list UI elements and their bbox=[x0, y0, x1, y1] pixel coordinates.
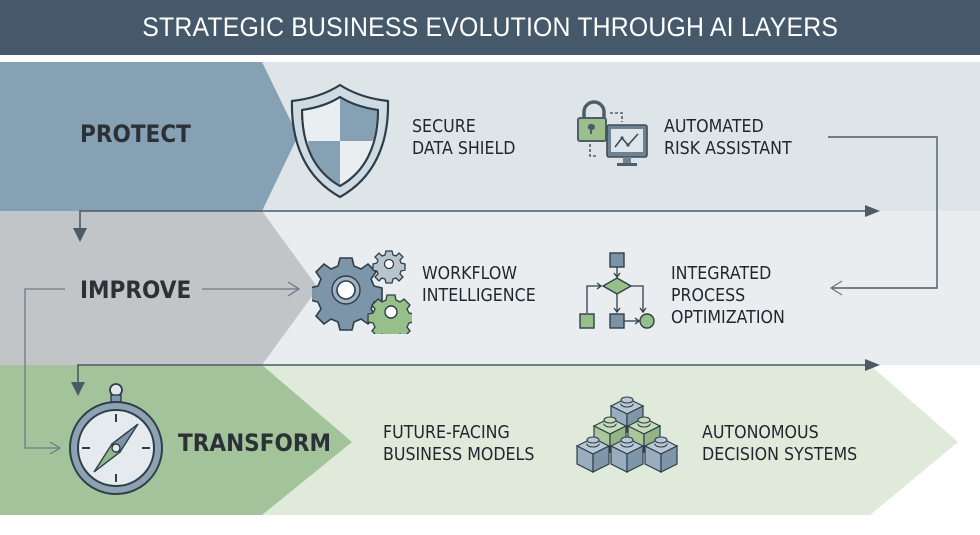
lock-monitor-icon bbox=[577, 100, 648, 166]
item-workflow-intelligence: WORKFLOW INTELLIGENCE bbox=[422, 263, 536, 306]
layer-label-improve: IMPROVE bbox=[80, 276, 192, 304]
arrowhead-open-right-improve bbox=[287, 281, 301, 297]
layer-label-protect: PROTECT bbox=[80, 120, 191, 148]
protect-band-chevron bbox=[0, 62, 298, 211]
item-autonomous-decision-systems: AUTONOMOUS DECISION SYSTEMS bbox=[702, 422, 858, 465]
layer-label-transform: TRANSFORM bbox=[178, 429, 331, 457]
gears-icon bbox=[312, 250, 412, 334]
title-banner: STRATEGIC BUSINESS EVOLUTION THROUGH AI … bbox=[0, 0, 980, 55]
flowchart-icon bbox=[579, 252, 655, 329]
page-title: STRATEGIC BUSINESS EVOLUTION THROUGH AI … bbox=[142, 12, 838, 42]
arrowheads bbox=[71, 205, 880, 396]
blocks-icon bbox=[576, 396, 678, 473]
compass-icon bbox=[69, 383, 163, 495]
improve-band-chevron bbox=[0, 211, 318, 365]
item-secure-data-shield: SECURE DATA SHIELD bbox=[412, 116, 516, 159]
arrowhead-right-1 bbox=[865, 205, 880, 217]
item-future-facing-business-models: FUTURE-FACING BUSINESS MODELS bbox=[383, 422, 535, 465]
item-integrated-process-optimization: INTEGRATED PROCESS OPTIMIZATION bbox=[671, 263, 785, 328]
arrowhead-open-right-compass bbox=[49, 441, 62, 455]
item-automated-risk-assistant: AUTOMATED RISK ASSISTANT bbox=[664, 116, 792, 159]
arrowhead-down-1 bbox=[73, 228, 87, 242]
arrowhead-right-2 bbox=[865, 359, 880, 371]
shield-icon bbox=[290, 83, 390, 199]
arrowhead-open-left-integrated bbox=[829, 280, 843, 296]
arrowhead-down-2 bbox=[71, 382, 85, 396]
